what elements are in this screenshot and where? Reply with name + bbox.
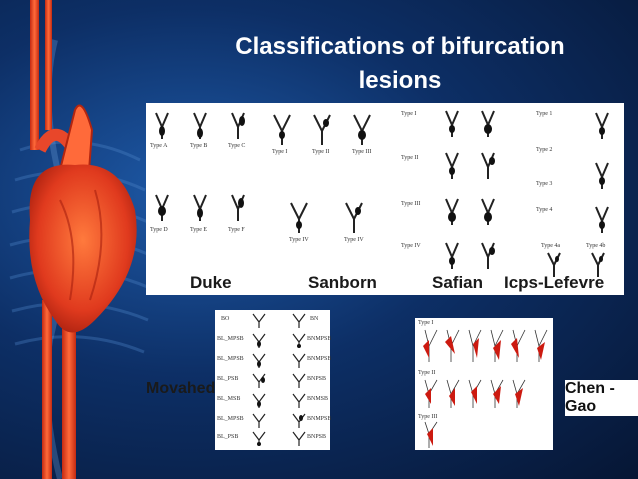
icps-type-3: Type 3	[536, 181, 553, 187]
label-sanborn: Sanborn	[308, 273, 377, 292]
sanborn-type-1: Type I	[272, 149, 288, 155]
movahed-code: BNPSB	[307, 376, 327, 382]
classification-panel-top: Type A Type B Type C Type D Type E Type …	[146, 103, 624, 295]
icps-type-2: Type 2	[536, 147, 553, 153]
safian-type-1: Type I	[401, 111, 417, 117]
movahed-diagrams	[252, 313, 306, 446]
title-line-2: lesions	[358, 67, 442, 94]
icps-type-4b: Type 4b	[586, 243, 606, 249]
movahed-code: BN	[310, 316, 319, 322]
slide-title: Classifications of bifurcation lesions	[190, 30, 610, 98]
chen-gao-diagrams	[423, 329, 548, 448]
icps-type-1: Type 1	[536, 111, 553, 117]
title-line-1: Classifications of bifurcation	[235, 33, 565, 60]
label-duke: Duke	[190, 273, 232, 292]
duke-type-b: Type B	[190, 143, 208, 149]
duke-type-f: Type F	[228, 227, 245, 233]
chen-gao-type-1: Type I	[418, 320, 434, 326]
safian-type-4: Type IV	[401, 243, 421, 249]
safian-type-2: Type II	[401, 155, 419, 161]
movahed-code: BNPSB	[307, 434, 327, 440]
movahed-code: BL_PSB	[217, 376, 239, 382]
sanborn-type-4a: Type IV	[289, 237, 309, 243]
chen-gao-panel: Type I Type II Type III	[415, 318, 553, 450]
sanborn-type-3: Type III	[352, 149, 372, 155]
movahed-code: BL_MSB	[217, 396, 241, 402]
icps-type-4: Type 4	[536, 207, 553, 213]
label-icps-lefevre: Icps-Lefevre	[504, 273, 605, 292]
movahed-code: BNMPSB	[307, 336, 332, 342]
label-movahed: Movahed	[146, 380, 216, 397]
chen-gao-type-3: Type III	[418, 414, 438, 420]
movahed-code: BL_MPSB	[217, 336, 244, 342]
label-safian: Safian	[432, 273, 484, 292]
safian-type-3: Type III	[401, 201, 421, 207]
duke-type-c: Type C	[228, 143, 246, 149]
duke-type-a: Type A	[150, 143, 168, 149]
sanborn-type-4b: Type IV	[344, 237, 364, 243]
movahed-code: BNMSB	[307, 396, 329, 402]
bifurcation-diagrams-top	[155, 110, 609, 277]
movahed-code: BL_PSB	[217, 434, 239, 440]
duke-type-d: Type D	[150, 227, 168, 233]
movahed-code: BL_MPSB	[217, 356, 244, 362]
movahed-code: BO	[221, 316, 230, 322]
icps-type-4a: Type 4a	[541, 243, 561, 249]
movahed-panel: BO BN BL_MPSB BNMPSB BL_MPSB BNMPSB BL_P…	[215, 310, 332, 450]
movahed-code: BL_MPSB	[217, 416, 244, 422]
movahed-code: BNMPSB	[307, 416, 332, 422]
duke-type-e: Type E	[190, 227, 208, 233]
label-chen-gao: Chen - Gao	[565, 380, 638, 416]
chen-gao-type-2: Type II	[418, 370, 436, 376]
sanborn-type-2: Type II	[312, 149, 330, 155]
heart-anatomy-illustration	[9, 0, 151, 479]
movahed-code: BNMPSB	[307, 356, 332, 362]
